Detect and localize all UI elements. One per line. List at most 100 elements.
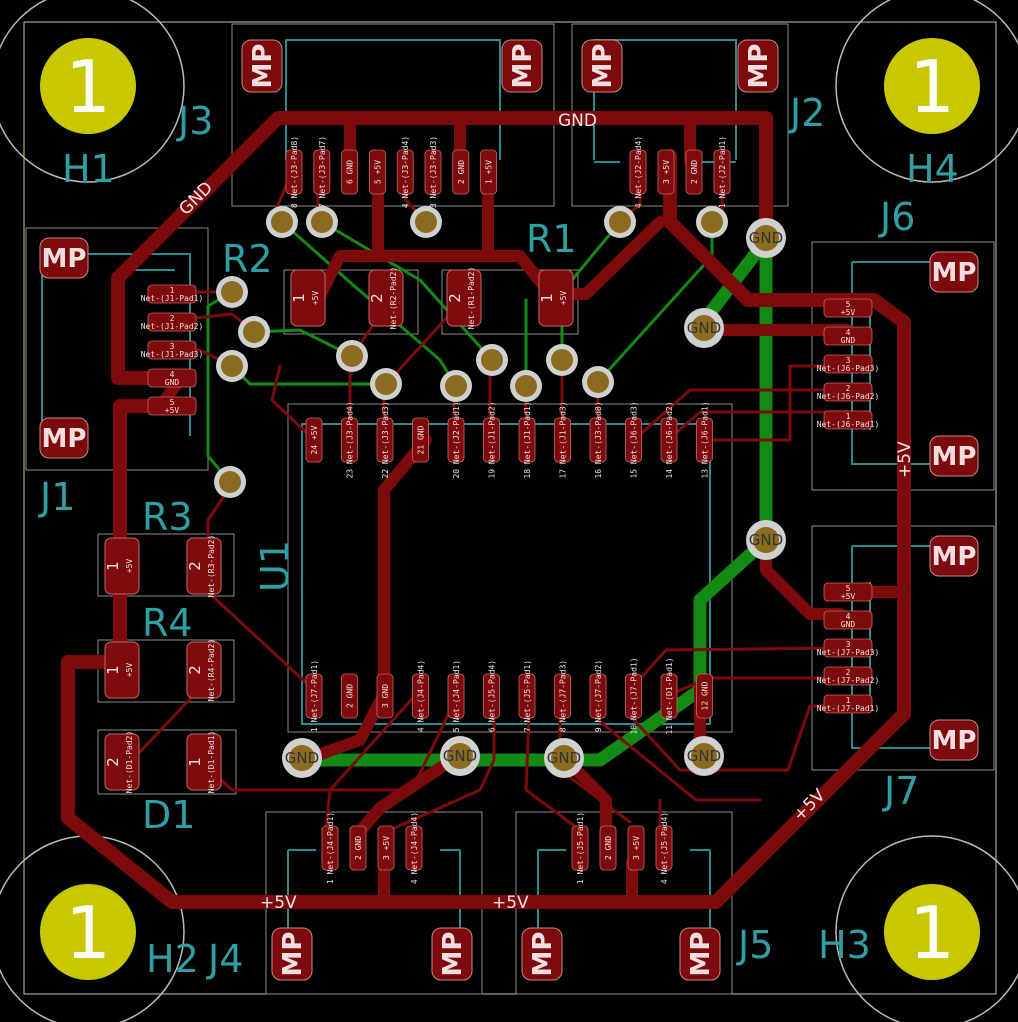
pad-U1-13: 13 Net-(J6-Pad1): [696, 401, 713, 479]
svg-text:8 Net-(J3-Pad8): 8 Net-(J3-Pad8): [290, 136, 299, 208]
svg-text:GND: GND: [749, 229, 783, 247]
pad-J3-5: 5 +5V: [368, 149, 386, 195]
svg-text:MP: MP: [438, 932, 468, 977]
ref-J7: J7: [882, 769, 919, 813]
svg-text:Net-(D1-Pad1): Net-(D1-Pad1): [207, 731, 216, 794]
gnd-via: GND: [746, 218, 786, 258]
svg-text:1: 1: [186, 757, 204, 767]
mounting-hole-label: 1: [65, 45, 111, 129]
svg-text:4: 4: [170, 370, 175, 379]
pad-J4-2: 2 GND: [349, 825, 367, 871]
mount-pad: MP: [929, 251, 979, 293]
svg-text:GND: GND: [749, 531, 783, 549]
ref-H3: H3: [818, 923, 871, 967]
pad-U1-22: 22 Net-(J3-Pad3): [376, 401, 394, 479]
svg-text:Net-(R2-Pad2): Net-(R2-Pad2): [389, 267, 398, 330]
svg-text:+5V: +5V: [125, 559, 134, 574]
svg-text:Net-(D1-Pad2): Net-(D1-Pad2): [125, 731, 134, 794]
svg-text:1: 1: [104, 665, 122, 675]
svg-text:2: 2: [446, 293, 464, 303]
pad-U1-18: 18 Net-(J1-Pad1): [518, 401, 536, 479]
svg-text:MP: MP: [744, 44, 774, 89]
pad-U1-2: 2 GND: [341, 673, 358, 719]
svg-text:MP: MP: [686, 932, 716, 977]
silkscreen: [41, 39, 964, 960]
mounting-holes: 1 1 1 1: [40, 38, 980, 980]
ref-J6: J6: [878, 195, 915, 239]
svg-text:9 Net-(J7-Pad2): 9 Net-(J7-Pad2): [594, 660, 603, 732]
pad-J3-3: 3 Net-(J3-Pad3): [424, 136, 442, 208]
ref-J5: J5: [736, 923, 773, 967]
pad-U1-15: 15 Net-(J6-Pad3): [625, 401, 642, 479]
svg-text:4 Net-(J3-Pad4): 4 Net-(J3-Pad4): [401, 136, 410, 208]
pad-J7-5: 5+5V: [823, 582, 873, 602]
pad-U1-8: 8 Net-(J7-Pad3): [554, 660, 571, 732]
svg-text:2: 2: [170, 314, 175, 323]
svg-text:2 GND: 2 GND: [354, 836, 363, 860]
mount-pad: MP: [929, 435, 979, 477]
pad-U1-6: 6 Net-(J5-Pad4): [483, 660, 500, 732]
pad-J4-1: 1 Net-(J4-Pad1): [321, 812, 339, 884]
svg-text:6 GND: 6 GND: [346, 160, 355, 184]
pad-U1-19: 19 Net-(J1-Pad2): [483, 401, 500, 479]
mount-pad: MP: [521, 927, 563, 981]
pad-R4-1: 1+5V: [104, 641, 140, 699]
pad-J6-5: 5+5V: [823, 298, 873, 318]
svg-text:12 GND: 12 GND: [701, 681, 710, 710]
svg-text:2: 2: [186, 665, 204, 675]
gnd-via: GND: [684, 308, 724, 348]
mount-pad: MP: [501, 39, 543, 93]
mount-pad: MP: [737, 39, 779, 93]
svg-text:10 Net-(J7-Pad1): 10 Net-(J7-Pad1): [630, 657, 639, 734]
pad-U1-21: 21 GND: [412, 417, 429, 463]
svg-text:MP: MP: [278, 932, 308, 977]
svg-text:3: 3: [846, 640, 851, 649]
svg-text:1: 1: [846, 412, 851, 421]
svg-text:1: 1: [104, 561, 122, 571]
svg-text:5 +5V: 5 +5V: [373, 160, 382, 184]
mount-pad: MP: [929, 535, 979, 577]
svg-text:22 Net-(J3-Pad3): 22 Net-(J3-Pad3): [381, 401, 390, 478]
pad-J4-4: 4 Net-(J4-Pad4): [405, 812, 423, 884]
mount-pad: MP: [581, 39, 623, 93]
svg-text:3: 3: [846, 356, 851, 365]
svg-text:MP: MP: [932, 726, 977, 756]
mounting-hole-H2: [40, 884, 136, 980]
gnd-via: GND: [684, 736, 724, 776]
svg-text:Net-(J1-Pad2): Net-(J1-Pad2): [141, 322, 204, 331]
ref-J2: J2: [788, 91, 825, 135]
svg-text:2 GND: 2 GND: [604, 836, 613, 860]
svg-text:2: 2: [846, 668, 851, 677]
svg-text:13 Net-(J6-Pad1): 13 Net-(J6-Pad1): [701, 401, 710, 478]
svg-text:MP: MP: [588, 44, 618, 89]
svg-text:Net-(J1-Pad3): Net-(J1-Pad3): [141, 350, 204, 359]
svg-text:15 Net-(J6-Pad3): 15 Net-(J6-Pad3): [630, 401, 639, 478]
mount-pad: MP: [39, 417, 89, 459]
svg-text:14 Net-(J6-Pad2): 14 Net-(J6-Pad2): [665, 401, 674, 478]
svg-text:+5V: +5V: [311, 291, 320, 306]
ref-R4: R4: [142, 601, 193, 645]
mount-pad: MP: [929, 719, 979, 761]
svg-text:11 Net-(D1-Pad1): 11 Net-(D1-Pad1): [665, 657, 674, 734]
svg-text:+5V: +5V: [841, 308, 856, 317]
svg-text:23 Net-(J3-Pad4): 23 Net-(J3-Pad4): [346, 401, 355, 478]
svg-text:3 +5V: 3 +5V: [662, 160, 671, 184]
svg-text:1 Net-(J2-Pad1): 1 Net-(J2-Pad1): [718, 136, 727, 208]
ref-U1: U1: [253, 540, 297, 592]
svg-text:1 Net-(J5-Pad1): 1 Net-(J5-Pad1): [576, 812, 585, 884]
pad-J3-7: 7 Net-(J3-Pad7): [313, 136, 331, 208]
pad-J3-4: 4 Net-(J3-Pad4): [396, 136, 414, 208]
pad-J5-1: 1 Net-(J5-Pad1): [571, 812, 589, 884]
mounting-hole-H1: [40, 38, 136, 134]
